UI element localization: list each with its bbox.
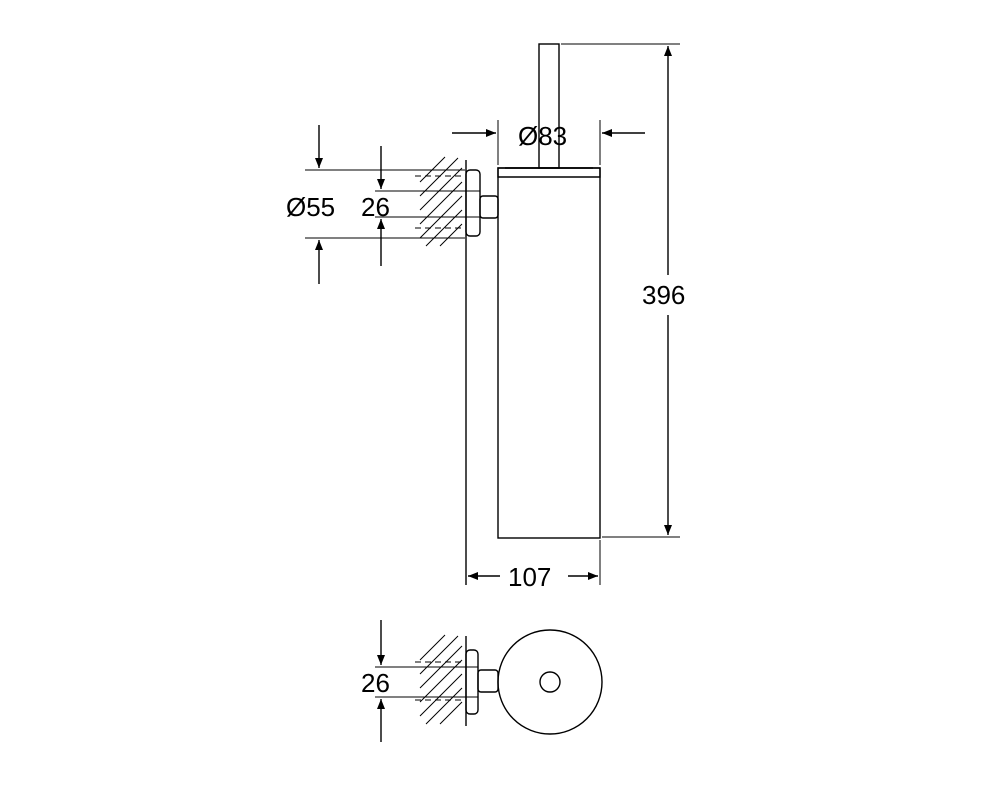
rosette bbox=[465, 169, 481, 237]
holder-body bbox=[497, 167, 601, 539]
extension-lines bbox=[305, 43, 680, 585]
holder-lid bbox=[497, 167, 601, 178]
bottom-arm-height-label: 26 bbox=[361, 668, 390, 698]
holder-top-view-circle bbox=[497, 629, 603, 735]
projection-label: 107 bbox=[508, 562, 551, 592]
rosette-lower bbox=[465, 649, 479, 715]
top-diameter-label: Ø83 bbox=[518, 121, 567, 151]
brush-hole-circle bbox=[539, 671, 561, 693]
arm-lower bbox=[477, 669, 499, 693]
arm-height-label: 26 bbox=[361, 192, 390, 222]
bottom-view bbox=[375, 620, 603, 742]
overall-height-label: 396 bbox=[642, 280, 685, 310]
rosette-diameter-label: Ø55 bbox=[286, 192, 335, 222]
wall-hatch-lower bbox=[415, 634, 463, 725]
side-view bbox=[305, 43, 680, 585]
brush-handle bbox=[538, 43, 560, 169]
arm-connector bbox=[479, 195, 499, 219]
